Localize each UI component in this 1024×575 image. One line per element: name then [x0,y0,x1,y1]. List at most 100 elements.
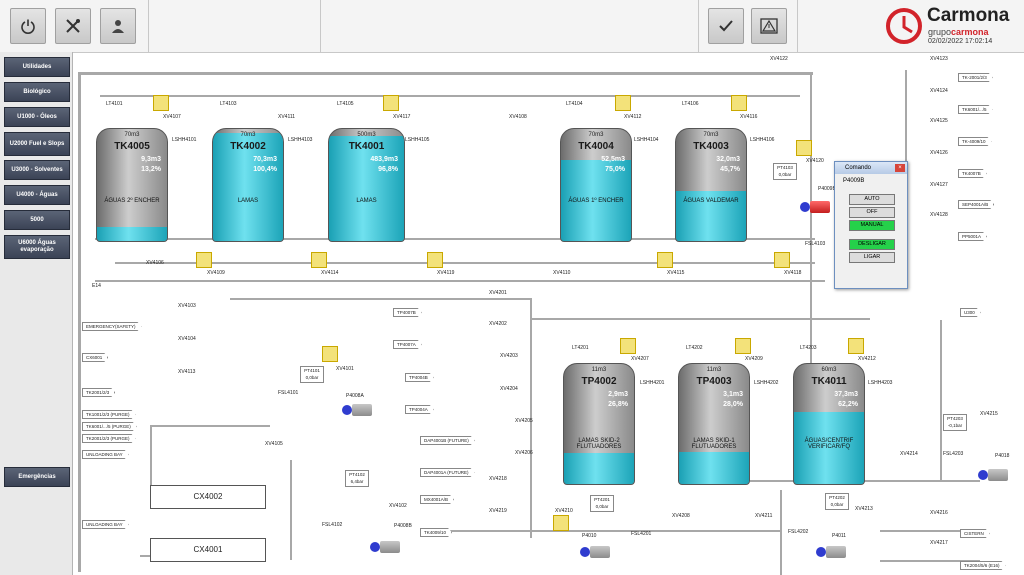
pump-p4009b[interactable] [800,200,830,214]
brand-sub: grupocarmona [928,27,989,37]
source-tag[interactable]: UNLOADING BAY [82,450,129,459]
ligar-button[interactable]: LIGAR [849,252,895,263]
tank-name: TK4002 [230,141,266,152]
source-tag[interactable]: UNLOADING BAY [82,520,129,529]
valve-xv4212[interactable] [848,338,864,354]
dest-tag[interactable]: TK2004/5/6 (E16) [960,561,1006,570]
dest-tag[interactable]: U300 [960,308,981,317]
tank-level-fill [564,452,634,484]
sidebar-item-utilidades[interactable]: Utilidades [4,57,70,77]
dest-tag[interactable]: TK6001/.../5 [958,105,993,114]
source-tag[interactable]: TK2001/2/3 (PURGE) [82,434,136,443]
tank-capacity: 60m3 [821,367,837,373]
close-icon[interactable]: × [895,164,905,172]
valve-xv4108[interactable] [500,95,510,105]
sidebar-item-u1000[interactable]: U1000 - Óleos [4,107,70,127]
lshh-label: LSHH4203 [868,380,893,386]
valve-xv4207[interactable] [620,338,636,354]
tank-volume: 9,3m3 [141,156,161,163]
carmona-logo-icon [886,8,922,44]
tank-description: ÁGUAS VALDEMAR [683,198,739,204]
source-tag[interactable]: EMERGENCY(SAFETY) [82,322,142,331]
manual-button[interactable]: MANUAL [849,220,895,231]
tank-capacity: 500m3 [357,132,376,138]
valve-xv4122[interactable] [755,66,765,76]
cx4001-box: CX4001 [150,538,266,562]
source-tag[interactable]: TP4004B [405,373,434,382]
desligar-button[interactable]: DESLIGAR [849,239,895,250]
source-tag[interactable]: TK6001/.../5 (PURGE) [82,422,137,431]
sidebar-item-u4000[interactable]: U4000 - Águas [4,185,70,205]
valve-xv4106[interactable] [148,275,158,285]
valve-xv4117[interactable] [383,95,399,111]
sidebar-item-u3000[interactable]: U3000 - Solventes [4,160,70,180]
source-tag[interactable]: TK2001/2/3 [82,388,115,397]
valve-xv4110[interactable] [543,254,553,264]
valve-xv4112[interactable] [615,95,631,111]
valve-xv4111[interactable] [274,97,284,107]
user-button[interactable] [100,8,136,44]
source-tag[interactable]: TP4007B [393,308,422,317]
sidebar-item-u2000[interactable]: U2000 Fuel e Slops [4,132,70,156]
dest-tag[interactable]: PP5001A [958,232,987,241]
pump-p4011[interactable] [816,545,846,559]
valve-xv4107[interactable] [153,95,169,111]
lt-label: LT4103 [220,101,237,107]
dest-tag[interactable]: TK-2001/2/3 [958,73,993,82]
sidebar-item-5000[interactable]: 5000 [4,210,70,230]
e14-label: E14 [92,283,101,289]
confirm-button[interactable] [708,8,744,44]
valve-xv4120[interactable] [796,140,812,156]
source-tag[interactable]: TP4007A [393,340,422,349]
valve-xv4115[interactable] [657,252,673,268]
dest-tag[interactable]: CISTERN [960,529,990,538]
source-tag[interactable]: TK4009/10 [420,528,452,537]
valve-label: XV4122 [770,56,788,62]
valve-xv4209[interactable] [735,338,751,354]
source-tag[interactable]: CX6001 [82,353,108,362]
valve-label: XV4120 [806,158,824,164]
valve-xv4109[interactable] [196,252,212,268]
dest-tag[interactable]: SEP4001A/B [958,200,994,209]
valve-label: XV4106 [146,260,164,266]
tools-button[interactable] [55,8,91,44]
tank-name: TP4003 [696,376,732,387]
pump-p4018[interactable] [978,468,1008,482]
auto-button[interactable]: AUTO [849,194,895,205]
valve-xv4119[interactable] [427,252,443,268]
valve-xv4114[interactable] [311,252,327,268]
pump-p4008a[interactable] [342,403,372,417]
valve-xv4210[interactable] [553,515,569,531]
pump-p4008b[interactable] [370,540,400,554]
power-button[interactable] [10,8,46,44]
source-tag[interactable]: DAP4001A (FUTURE) [420,468,475,477]
sidebar-item-biologico[interactable]: Biológico [4,82,70,102]
alarm-button[interactable] [751,8,787,44]
off-button[interactable]: OFF [849,207,895,218]
pump-p4010[interactable] [580,545,610,559]
valve-xv4101[interactable] [322,346,338,362]
valve-xv4116[interactable] [731,95,747,111]
tank-name: TK4003 [693,141,729,152]
emergency-button[interactable]: Emergências [4,467,70,487]
valve-xv4118[interactable] [774,252,790,268]
source-tag[interactable]: TK1001/2/3 (PURGE) [82,410,136,419]
tank-percent: 26,8% [608,401,628,408]
dest-tag[interactable]: TK-4009/10 [958,137,992,146]
source-tag[interactable]: DAP4001B (FUTURE) [420,436,475,445]
source-tag[interactable]: TP4004A [405,405,434,414]
dest-tag[interactable]: TK4007B [958,169,987,178]
brand-name: Carmona [927,5,1010,26]
sidebar-item-u6000[interactable]: U6000 Águas evaporação [4,235,70,259]
tank-level-fill [679,451,749,484]
source-tag[interactable]: MX4001A/B [420,495,454,504]
